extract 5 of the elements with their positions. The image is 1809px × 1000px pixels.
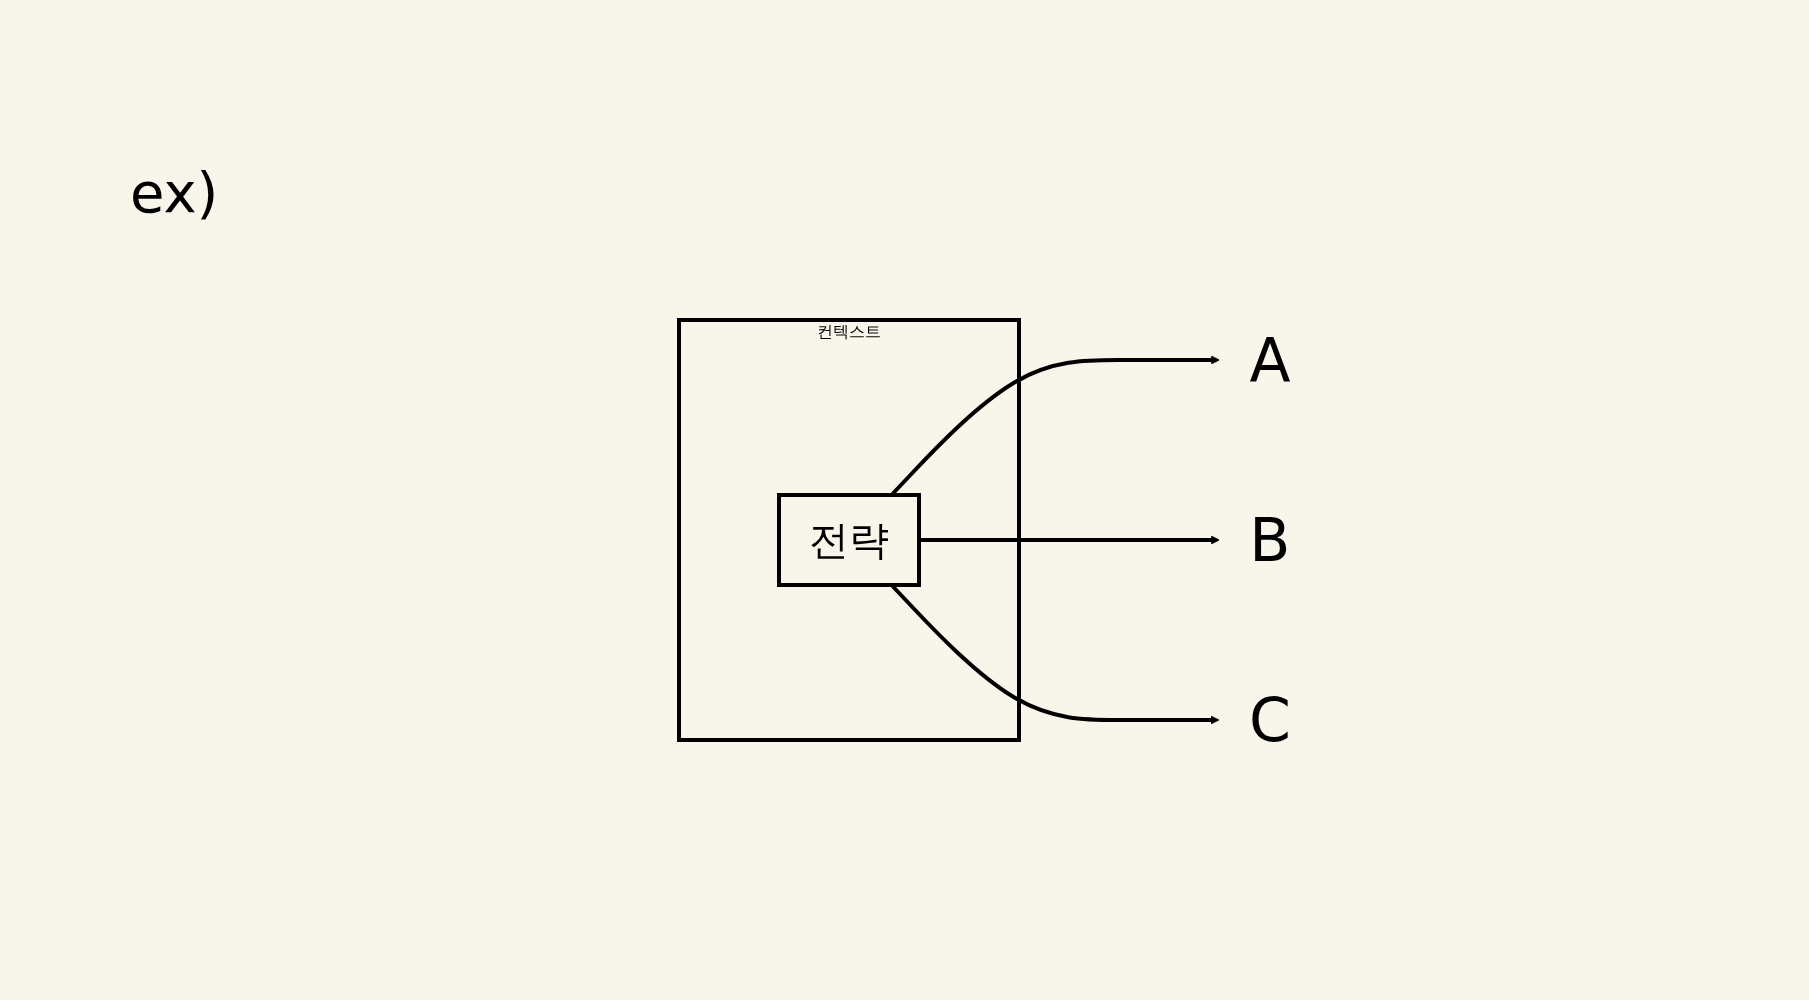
node-text: C — [1249, 685, 1291, 755]
node-text: B — [1249, 505, 1291, 575]
node-text: A — [1249, 325, 1291, 395]
node-box: 전략 — [777, 493, 922, 587]
note-text: ex) — [130, 160, 219, 225]
